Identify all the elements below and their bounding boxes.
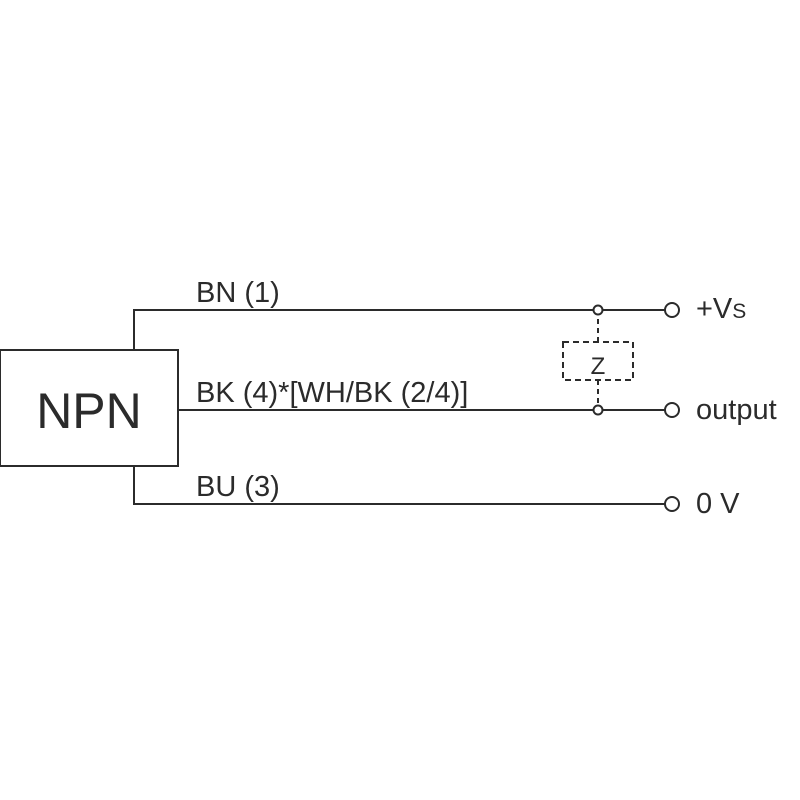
bu-wire-label: BU (3) (196, 471, 280, 503)
terminal-vs-subscript: S (732, 300, 746, 323)
bu-wire (133, 466, 665, 505)
terminal-vs-label: +VS (696, 293, 746, 325)
bn-wire (133, 309, 665, 350)
bk-wire-label: BK (4)*[WH/BK (2/4)] (196, 377, 468, 409)
terminal-output-label: output (696, 394, 777, 426)
npn-device-label: NPN (36, 383, 142, 439)
npn-device-box (0, 349, 179, 467)
junction-bottom (592, 404, 604, 416)
terminal-output (664, 402, 680, 418)
load-z-label: Z (591, 353, 606, 380)
bn-wire-label: BN (1) (196, 277, 280, 309)
terminal-vs (664, 302, 680, 318)
junction-top (592, 304, 604, 316)
terminal-zero-label: 0 V (696, 488, 740, 520)
terminal-zero (664, 496, 680, 512)
